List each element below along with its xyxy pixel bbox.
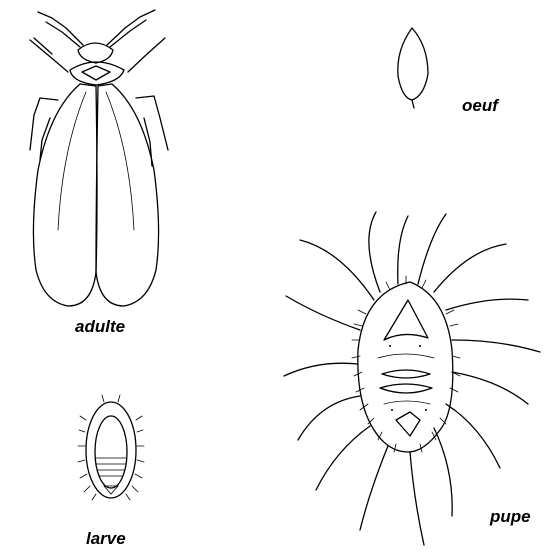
adult-insect-drawing (30, 10, 168, 306)
larva-drawing (78, 395, 144, 500)
pupa-label: pupe (490, 508, 531, 525)
pupa-drawing (284, 212, 540, 545)
egg-label: oeuf (462, 97, 498, 114)
egg-drawing (398, 28, 428, 108)
adult-label: adulte (75, 318, 125, 335)
larva-label: larve (86, 530, 126, 547)
